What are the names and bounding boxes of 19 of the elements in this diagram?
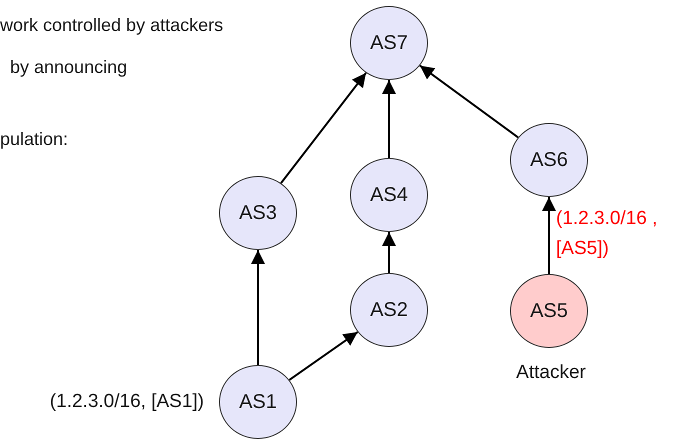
node-label: AS2 (370, 298, 408, 323)
node-caption: Attacker (515, 361, 587, 385)
arrow (280, 72, 367, 184)
text-fragment: pulation: (0, 128, 68, 151)
arrow (288, 331, 358, 381)
node-label: AS6 (530, 148, 568, 173)
text-fragment: by announcing (10, 56, 128, 79)
node-label: AS7 (370, 31, 408, 56)
node-label: AS4 (370, 183, 408, 208)
node-label: AS1 (239, 390, 277, 415)
arrow (382, 232, 396, 273)
text-fragment: work controlled by attackers (0, 14, 224, 37)
arrow (542, 197, 556, 274)
arrow (419, 64, 519, 138)
node-label: AS5 (530, 299, 568, 324)
node-label: AS3 (239, 201, 277, 226)
node-caption: (1.2.3.0/16, [AS1]) (50, 390, 204, 414)
arrow (382, 80, 396, 158)
arrow (251, 250, 265, 365)
